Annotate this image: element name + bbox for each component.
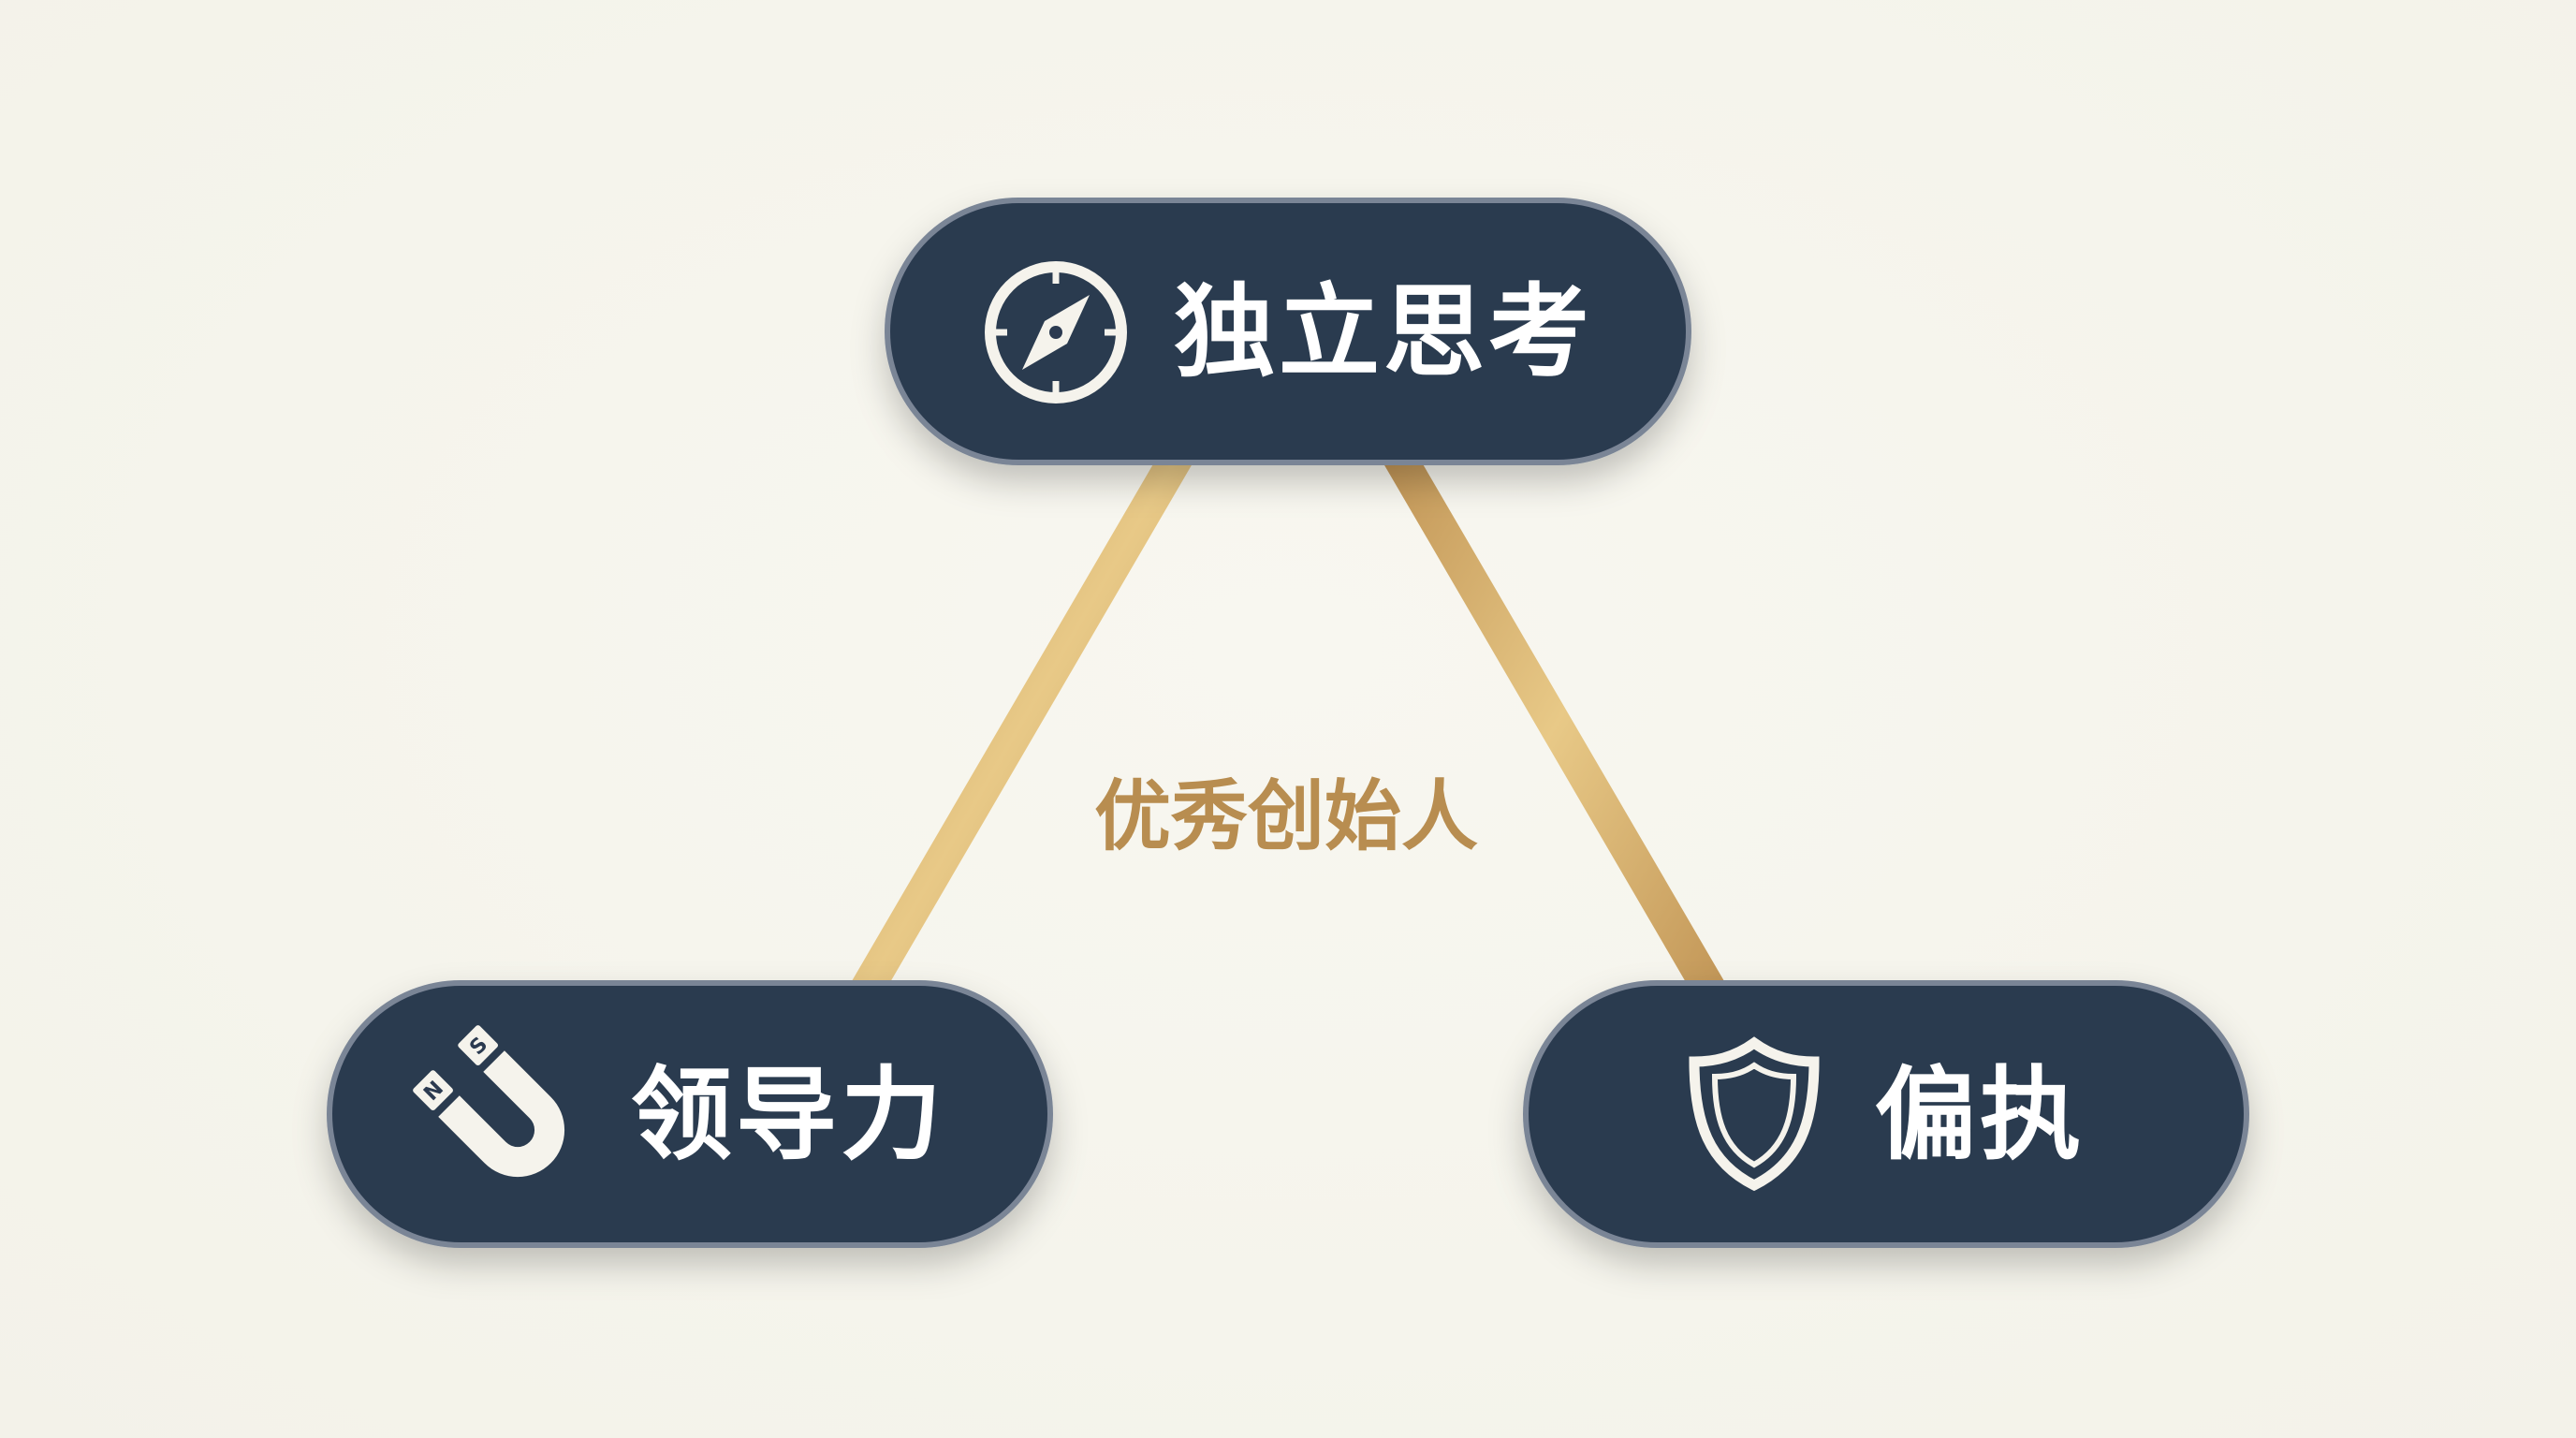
magnet-icon: N S xyxy=(413,1025,565,1178)
node-top-label: 独立思考 xyxy=(1174,274,1593,391)
node-right-label: 偏执 xyxy=(1875,1057,2085,1174)
node-right xyxy=(1523,980,2249,1248)
compass-icon xyxy=(985,261,1127,404)
connector-top-right xyxy=(1380,440,1732,1011)
center-label: 优秀创始人 xyxy=(1094,771,1478,861)
node-left xyxy=(327,980,1053,1248)
shield-icon xyxy=(1689,1036,1820,1192)
node-top xyxy=(885,198,1691,465)
connector-top-left xyxy=(844,440,1196,1011)
node-left-label: 领导力 xyxy=(631,1057,945,1174)
